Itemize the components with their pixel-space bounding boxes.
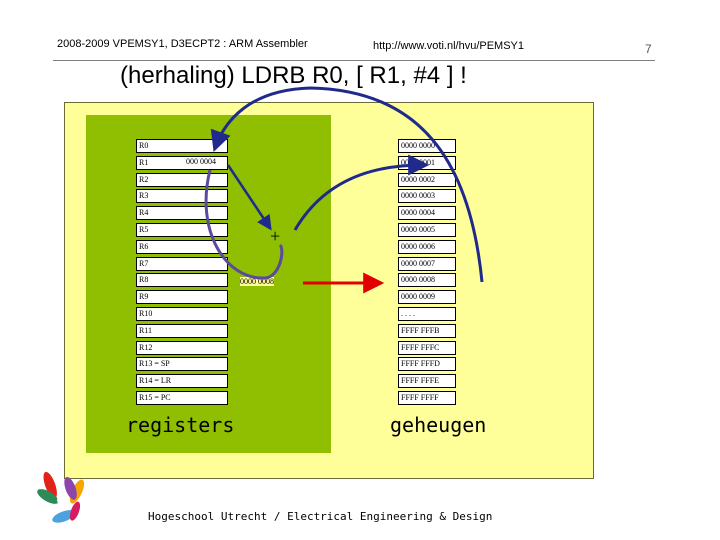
memory-row: 0000 0008 (398, 273, 456, 288)
register-row: R2 (136, 172, 228, 187)
register-row: R14 = LR (136, 374, 228, 389)
memory-row: FFFF FFFD (398, 357, 456, 372)
memory-row: FFFF FFFC (398, 340, 456, 355)
url-header: http://www.voti.nl/hvu/PEMSY1 (373, 40, 525, 52)
memory-row: 0000 0005 (398, 223, 456, 237)
offset-value: 0000 0008 (240, 277, 274, 286)
memory-row: 0000 0007 (398, 256, 456, 271)
register-row: R1 (136, 155, 228, 170)
memory-row: FFFF FFFE (398, 374, 456, 389)
register-row: R10 (136, 307, 228, 321)
register-row: R13 = SP (136, 357, 228, 372)
memory-row: 0000 0006 (398, 239, 456, 254)
page-number: 7 (645, 42, 652, 56)
course-header: 2008-2009 VPEMSY1, D3ECPT2 : ARM Assembl… (57, 38, 308, 50)
register-row: R8 (136, 273, 228, 288)
sum-to-r1-arrow (293, 154, 430, 231)
writeback-curve (204, 169, 284, 280)
memory-row: FFFF FFFB (398, 323, 456, 338)
memory-row: . . . . (398, 307, 456, 321)
register-row: R5 (136, 223, 228, 237)
memory-row: FFFF FFFF (398, 391, 456, 405)
register-row: R12 (136, 340, 228, 355)
header-rule (53, 60, 655, 61)
register-row: R6 (136, 239, 228, 254)
memory-to-r0-arrow (210, 86, 484, 283)
slide-title: (herhaling) LDRB R0, [ R1, #4 ] ! (120, 62, 467, 89)
r1-value: 000 0004 (186, 157, 216, 166)
plus-sign: + (270, 226, 281, 246)
register-row: R9 (136, 290, 228, 305)
r1-to-plus-arrow (226, 164, 272, 231)
registers-label: registers (126, 413, 235, 437)
memory-label: geheugen (390, 413, 487, 437)
register-row: R11 (136, 323, 228, 338)
memory-row: 0000 0003 (398, 189, 456, 204)
memory-row: 0000 0004 (398, 206, 456, 221)
memory-row: 0000 0009 (398, 290, 456, 305)
register-row: R15 = PC (136, 391, 228, 405)
footer-text: Hogeschool Utrecht / Electrical Engineer… (148, 510, 493, 523)
